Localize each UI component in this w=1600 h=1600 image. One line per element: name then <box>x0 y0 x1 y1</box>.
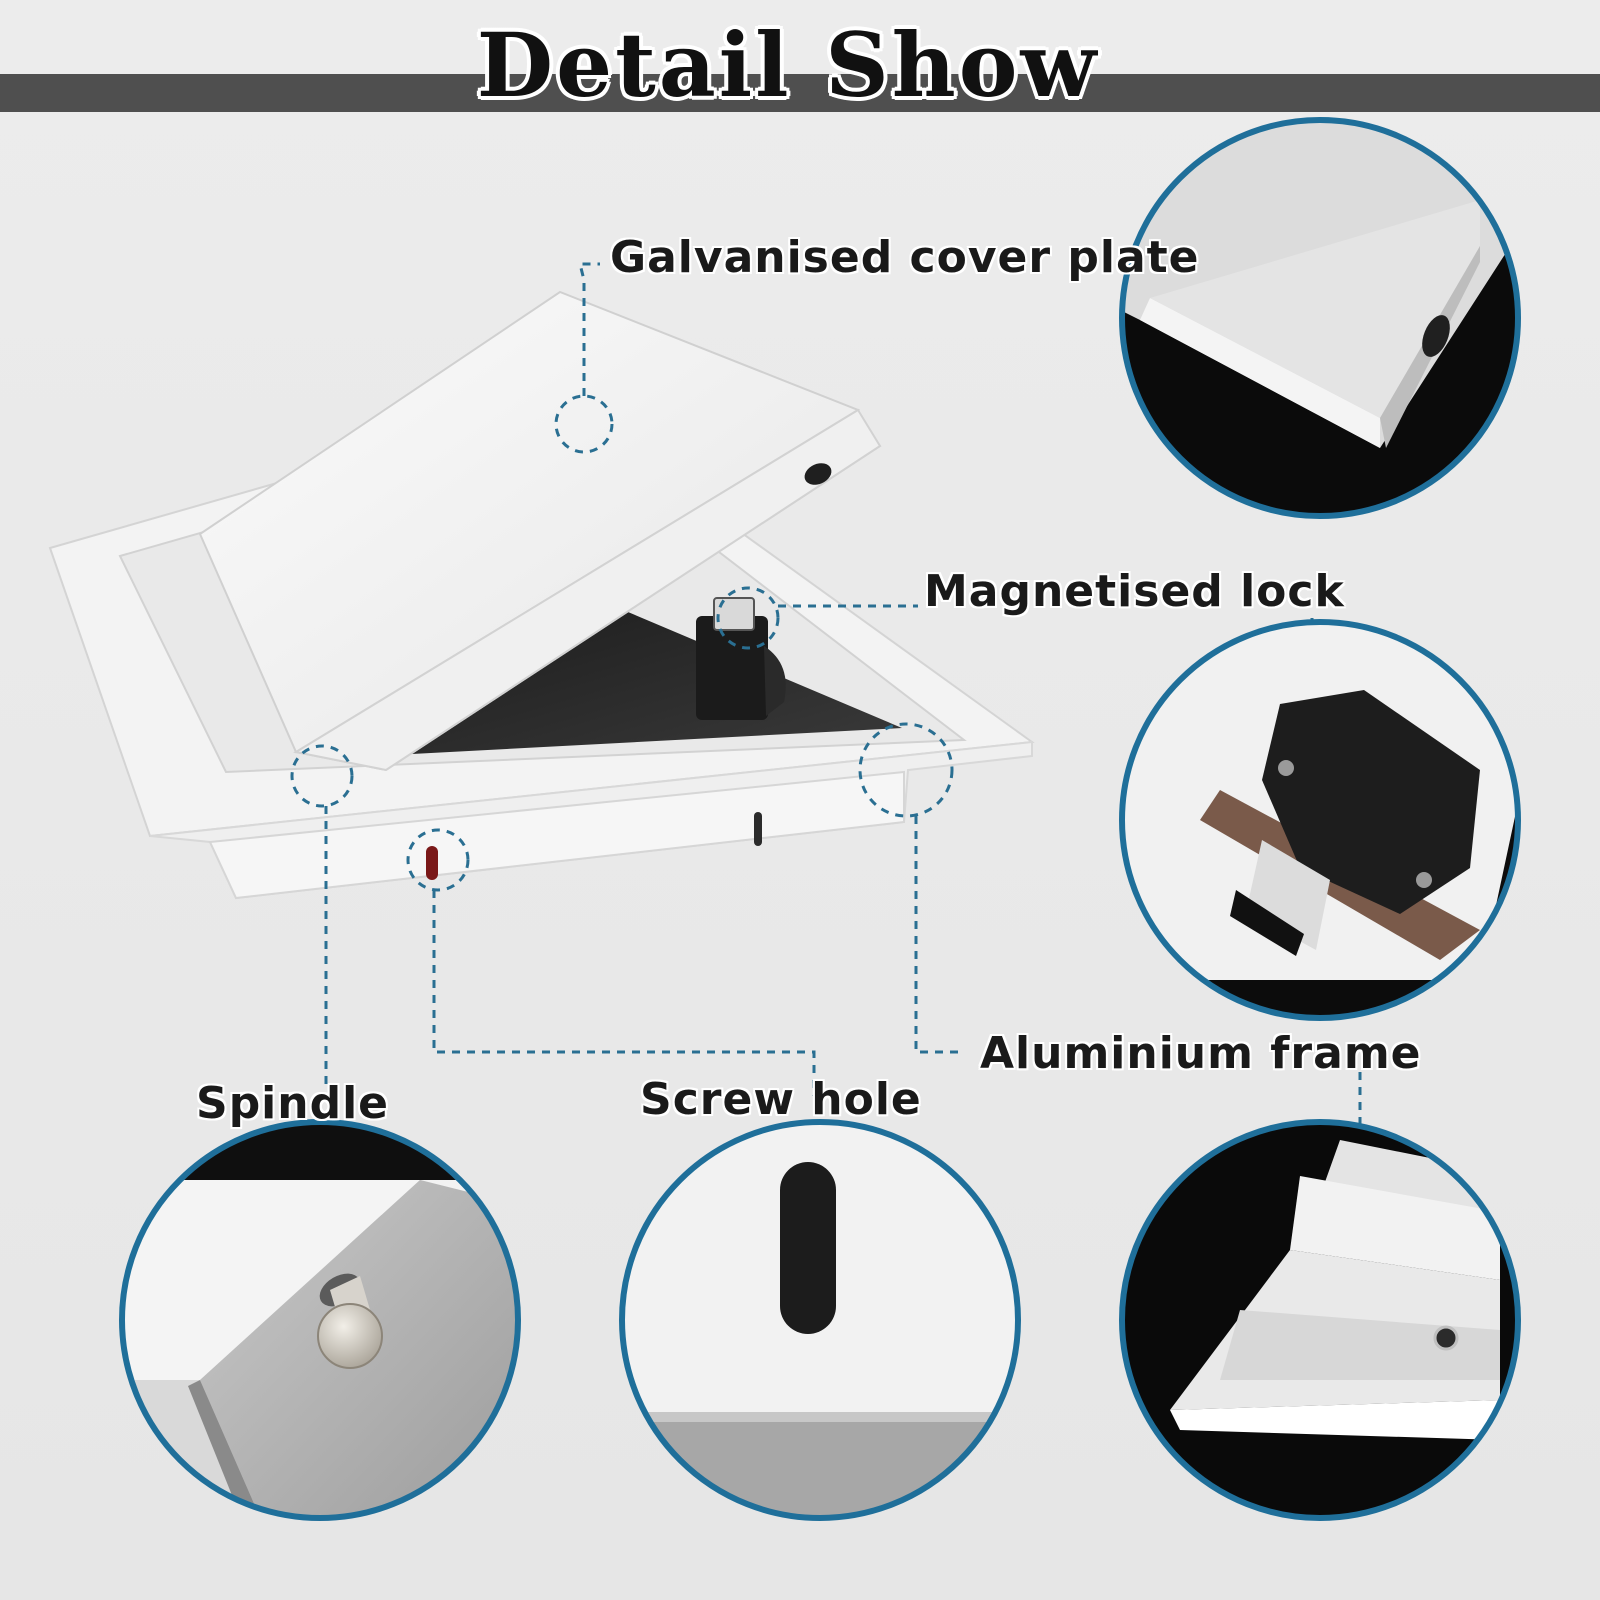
detail-circle-magnetised-lock <box>1119 619 1521 1021</box>
lock-body <box>696 597 786 720</box>
page-title: Detail Show <box>476 13 1100 117</box>
label-magnetised-lock: Magnetised lock <box>924 566 1345 617</box>
callout-circle-spindle <box>290 744 354 808</box>
title-bar <box>0 74 1600 112</box>
label-spindle: Spindle <box>196 1078 390 1129</box>
detail-circle-spindle <box>119 1119 521 1521</box>
callout-circle-cover <box>554 394 614 454</box>
callout-circle-lock <box>716 586 780 650</box>
detail-circle-screw-hole <box>619 1119 1021 1521</box>
label-galvanised-cover-plate: Galvanised cover plate <box>610 232 1200 283</box>
callout-circle-frame <box>858 722 954 818</box>
detail-circle-aluminium-frame <box>1119 1119 1521 1521</box>
callout-circle-screw <box>406 828 470 892</box>
label-aluminium-frame: Aluminium frame <box>980 1028 1422 1079</box>
access-panel-illustration <box>48 290 1035 900</box>
detail-circle-cover-plate <box>1119 117 1521 519</box>
label-screw-hole: Screw hole <box>640 1074 922 1125</box>
